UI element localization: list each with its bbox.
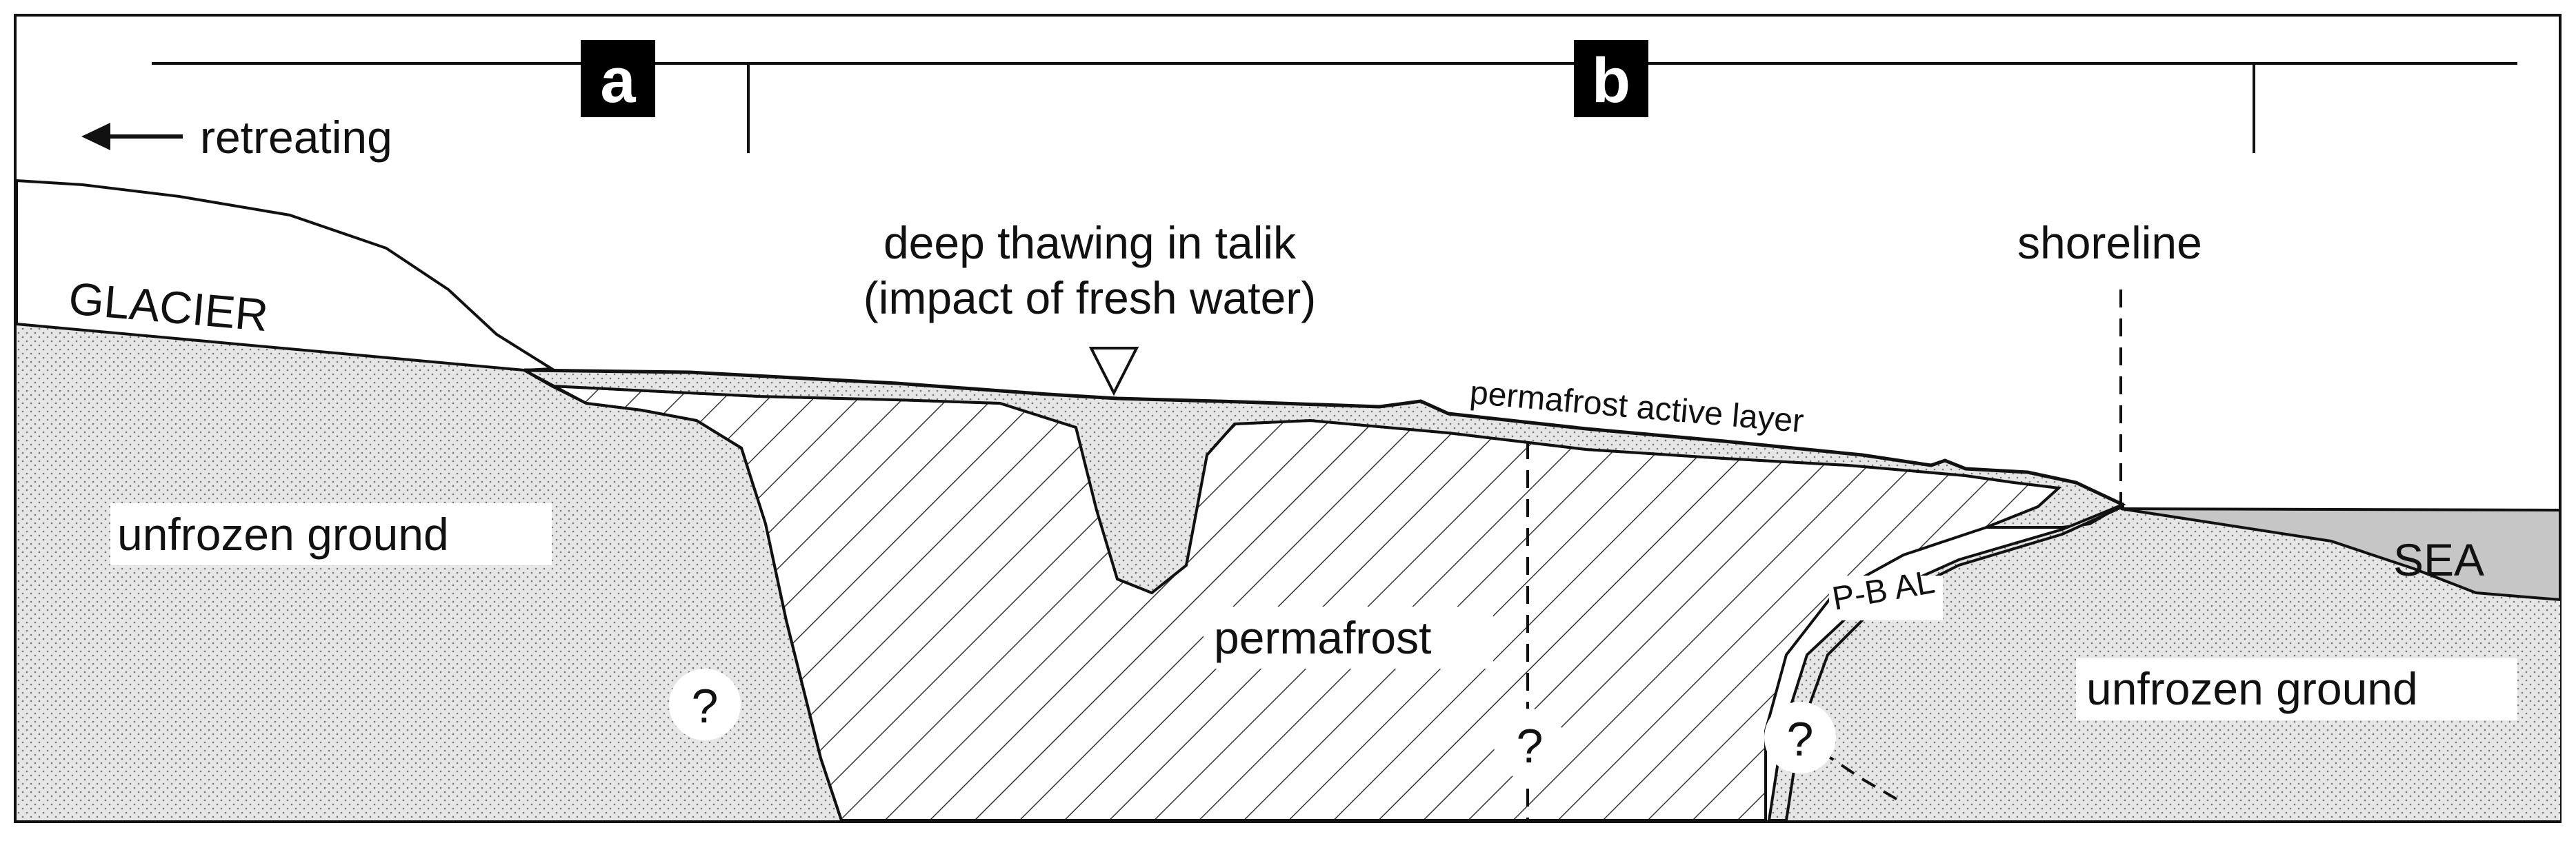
permafrost-label-bg <box>1204 607 1493 669</box>
glacier-body <box>15 179 557 372</box>
retreating-arrow-head <box>81 123 110 150</box>
pbal-label-bg <box>1829 576 1943 620</box>
sea-area <box>2120 507 2562 602</box>
question-badge-3-bg <box>1764 702 1836 773</box>
ground-surface-line <box>523 368 2124 507</box>
sea-label: SEA <box>2393 534 2484 585</box>
pbal-band <box>1767 503 2124 822</box>
panel-b-label: b <box>1592 45 1630 116</box>
question-mark-1: ? <box>692 679 719 733</box>
question-badge-2-bg <box>1494 709 1566 780</box>
question-badge-1-bg <box>669 669 741 740</box>
unfrozen-ground-left-area <box>17 324 841 820</box>
unfrozen-right-label: unfrozen ground <box>2086 663 2418 714</box>
question-mark-3: ? <box>1787 712 1814 766</box>
talik-marker-triangle <box>1088 347 1139 396</box>
panel-b-badge <box>1574 40 1648 117</box>
unfrozen-right-label-bg <box>2076 658 2517 720</box>
question-mark-2: ? <box>1517 719 1544 773</box>
permafrost-boundary-left <box>523 369 843 821</box>
unfrozen-left-label-bg <box>110 503 552 565</box>
retreating-label: retreating <box>200 112 392 163</box>
shoreline-label: shoreline <box>2017 217 2202 268</box>
talik-label-line1: deep thawing in talik <box>883 217 1297 268</box>
panel-a-label: a <box>600 45 636 116</box>
unfrozen-left-label: unfrozen ground <box>117 509 449 560</box>
permafrost-label: permafrost <box>1214 612 1431 663</box>
panel-a-badge <box>581 40 655 117</box>
talik-label-line2: (impact of fresh water) <box>863 272 1317 323</box>
lower-dashed-line <box>1819 750 1905 804</box>
